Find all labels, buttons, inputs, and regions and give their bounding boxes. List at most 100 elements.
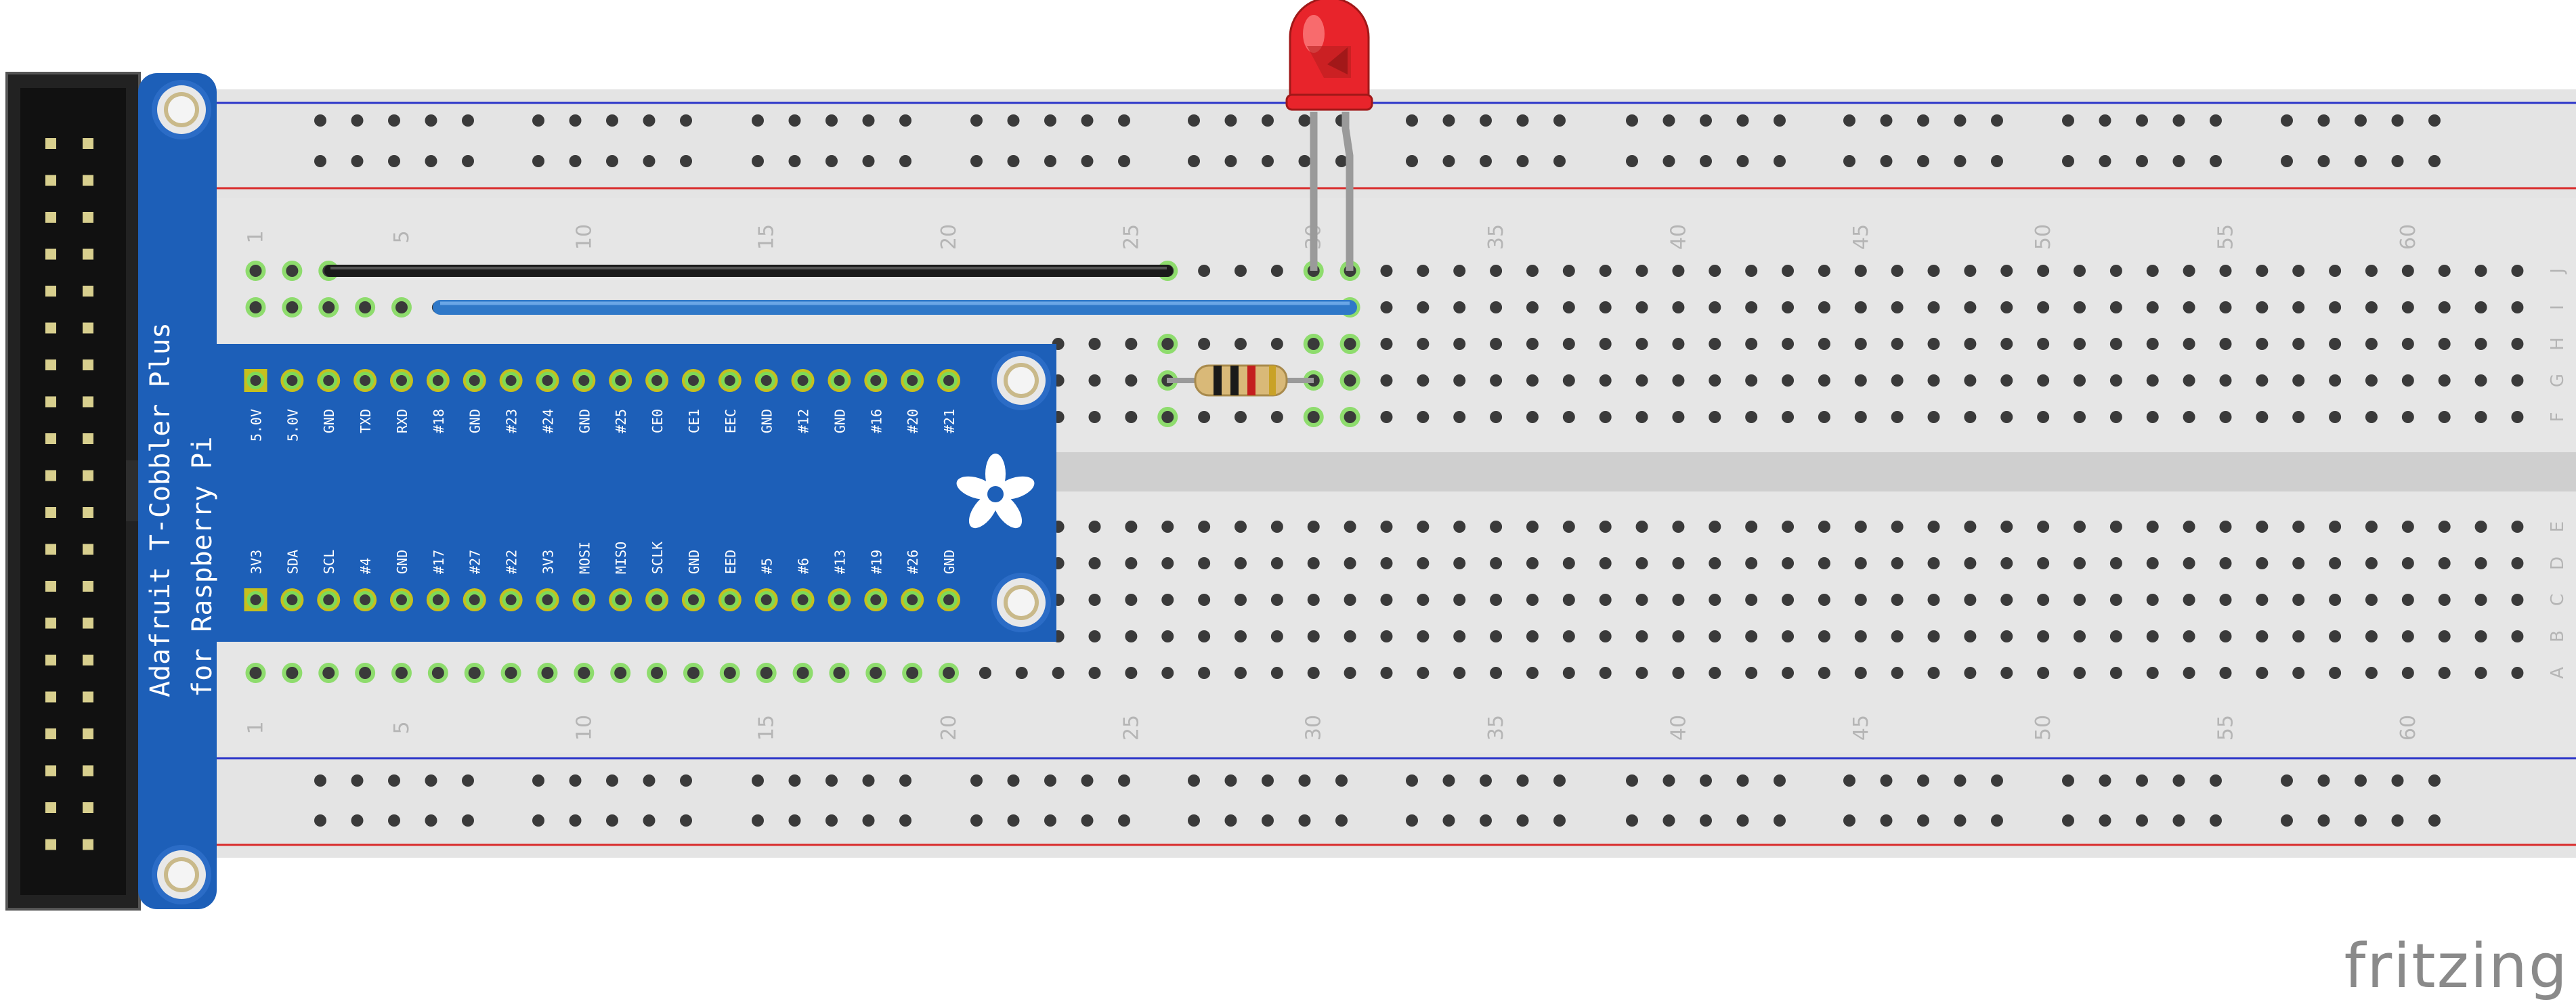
breadboard-hole[interactable] (2365, 594, 2378, 606)
breadboard-hole[interactable] (1380, 521, 1393, 533)
rail-hole[interactable] (2428, 814, 2441, 827)
rail-hole[interactable] (2062, 114, 2074, 127)
breadboard-hole[interactable] (2146, 667, 2159, 679)
rail-hole[interactable] (569, 155, 582, 167)
breadboard-hole[interactable] (1818, 301, 1830, 313)
breadboard-hole[interactable] (1453, 557, 1466, 569)
breadboard-hole[interactable] (1161, 521, 1174, 533)
breadboard-hole[interactable] (1234, 338, 1247, 350)
rail-hole[interactable] (1298, 774, 1311, 787)
breadboard-hole[interactable] (1307, 630, 1320, 642)
breadboard-hole[interactable] (2109, 557, 2122, 569)
rail-hole[interactable] (1118, 774, 1130, 787)
breadboard-hole[interactable] (2365, 521, 2378, 533)
breadboard-hole[interactable] (2109, 265, 2122, 277)
cobbler-pin[interactable] (360, 594, 371, 605)
breadboard-hole[interactable] (2146, 301, 2159, 313)
rail-hole[interactable] (2428, 155, 2441, 167)
breadboard-hole[interactable] (2365, 411, 2378, 423)
breadboard-hole[interactable] (249, 301, 262, 313)
breadboard-hole[interactable] (1964, 557, 1977, 569)
rail-hole[interactable] (1991, 814, 2003, 827)
breadboard-hole[interactable] (1052, 667, 1065, 679)
rail-hole[interactable] (1843, 155, 1855, 167)
breadboard-hole[interactable] (2438, 630, 2451, 642)
rail-hole[interactable] (2355, 114, 2367, 127)
rail-hole[interactable] (1774, 814, 1786, 827)
breadboard-hole[interactable] (431, 667, 444, 679)
cobbler-pin[interactable] (250, 375, 261, 386)
rail-hole[interactable] (314, 114, 326, 127)
breadboard-hole[interactable] (1307, 557, 1320, 569)
rail-hole[interactable] (825, 155, 838, 167)
breadboard-hole[interactable] (1891, 301, 1904, 313)
breadboard-hole[interactable] (1161, 411, 1174, 423)
breadboard-hole[interactable] (1964, 301, 1977, 313)
breadboard-hole[interactable] (1344, 594, 1356, 606)
breadboard-hole[interactable] (1270, 411, 1283, 423)
rail-hole[interactable] (1188, 774, 1200, 787)
rail-hole[interactable] (1700, 814, 1712, 827)
breadboard-hole[interactable] (1344, 374, 1356, 387)
breadboard-hole[interactable] (1380, 557, 1393, 569)
rail-hole[interactable] (1662, 814, 1675, 827)
breadboard-hole[interactable] (1088, 594, 1101, 606)
breadboard-hole[interactable] (2365, 338, 2378, 350)
breadboard-hole[interactable] (1526, 265, 1539, 277)
breadboard-hole[interactable] (1270, 557, 1283, 569)
breadboard-hole[interactable] (1417, 411, 1430, 423)
rail-hole[interactable] (1262, 155, 1274, 167)
breadboard-hole[interactable] (1854, 594, 1867, 606)
rail-hole[interactable] (1626, 814, 1638, 827)
breadboard-hole[interactable] (1635, 594, 1648, 606)
breadboard-hole[interactable] (1490, 265, 1503, 277)
breadboard-hole[interactable] (1125, 521, 1138, 533)
breadboard-hole[interactable] (2000, 521, 2013, 533)
breadboard-hole[interactable] (2401, 667, 2414, 679)
breadboard-hole[interactable] (2511, 521, 2524, 533)
cobbler-pin[interactable] (834, 375, 845, 386)
breadboard-hole[interactable] (1344, 338, 1356, 350)
breadboard-hole[interactable] (1453, 265, 1466, 277)
rail-hole[interactable] (680, 114, 692, 127)
breadboard-hole[interactable] (1672, 630, 1685, 642)
rail-hole[interactable] (2210, 114, 2222, 127)
cobbler-pin[interactable] (870, 594, 882, 605)
rail-hole[interactable] (462, 155, 474, 167)
breadboard-hole[interactable] (2219, 667, 2232, 679)
rail-hole[interactable] (1774, 155, 1786, 167)
breadboard-hole[interactable] (2109, 667, 2122, 679)
rail-hole[interactable] (680, 774, 692, 787)
breadboard-hole[interactable] (1417, 594, 1430, 606)
rail-hole[interactable] (1044, 155, 1056, 167)
breadboard-hole[interactable] (1927, 338, 1940, 350)
breadboard-hole[interactable] (2037, 630, 2050, 642)
breadboard-hole[interactable] (1161, 594, 1174, 606)
breadboard-hole[interactable] (1709, 594, 1721, 606)
rail-hole[interactable] (532, 774, 544, 787)
rail-hole[interactable] (752, 774, 764, 787)
rail-hole[interactable] (425, 114, 437, 127)
rail-hole[interactable] (1917, 155, 1929, 167)
rail-hole[interactable] (643, 774, 656, 787)
breadboard-hole[interactable] (2037, 411, 2050, 423)
rail-hole[interactable] (1843, 114, 1855, 127)
breadboard-hole[interactable] (1599, 265, 1612, 277)
breadboard-hole[interactable] (1307, 338, 1320, 350)
breadboard-hole[interactable] (2219, 338, 2232, 350)
breadboard-hole[interactable] (1562, 338, 1575, 350)
breadboard-hole[interactable] (2074, 411, 2086, 423)
breadboard-hole[interactable] (2037, 557, 2050, 569)
breadboard-hole[interactable] (2109, 374, 2122, 387)
breadboard-hole[interactable] (1709, 374, 1721, 387)
rail-hole[interactable] (2210, 814, 2222, 827)
rail-hole[interactable] (2281, 155, 2293, 167)
cobbler-pin[interactable] (724, 375, 735, 386)
rail-hole[interactable] (1516, 155, 1529, 167)
rail-hole[interactable] (532, 114, 544, 127)
breadboard-hole[interactable] (395, 301, 408, 313)
breadboard-hole[interactable] (2183, 265, 2195, 277)
breadboard-hole[interactable] (1635, 301, 1648, 313)
rail-hole[interactable] (1480, 114, 1492, 127)
breadboard-hole[interactable] (1927, 521, 1940, 533)
